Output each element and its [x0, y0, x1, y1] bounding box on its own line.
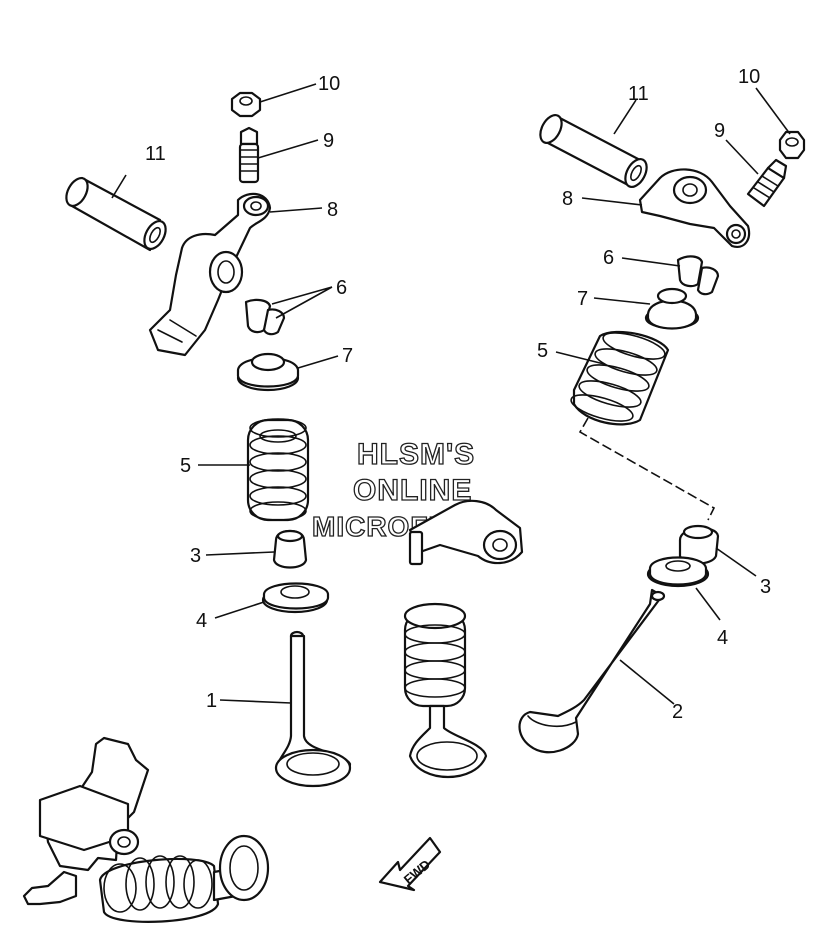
right-valve [518, 588, 666, 754]
left-valve-stem-seal [272, 529, 308, 569]
orientation-assembly-sketch [22, 736, 270, 923]
right-spring-retainer [644, 287, 700, 330]
callout-left-1: 1 [206, 690, 217, 712]
left-rocker-arm [148, 192, 272, 357]
right-adjusting-screw [746, 158, 788, 208]
callout-left-10: 10 [318, 73, 340, 95]
callout-right-8: 8 [562, 188, 573, 210]
center-rocker-assembly [408, 499, 524, 566]
left-adjusting-screw [238, 126, 260, 184]
forward-direction-arrow: FWD [378, 836, 442, 892]
callout-right-5: 5 [537, 340, 548, 362]
watermark-line2: ONLINE [353, 474, 472, 507]
callout-left-6: 6 [336, 277, 347, 299]
right-locknut [778, 130, 806, 160]
right-rocker-arm [638, 168, 751, 248]
watermark-line1: HLSM'S [357, 438, 475, 471]
right-spring-seat [646, 556, 710, 588]
callout-right-2: 2 [672, 701, 683, 723]
center-valve-assembly [403, 602, 488, 778]
callout-left-9: 9 [323, 130, 334, 152]
callout-left-11: 11 [145, 143, 166, 165]
callout-right-3: 3 [760, 576, 771, 598]
left-valve [274, 630, 352, 788]
callout-left-5: 5 [180, 455, 191, 477]
callout-right-6: 6 [603, 247, 614, 269]
left-spring-retainer [236, 352, 300, 392]
left-valve-spring [246, 418, 310, 522]
callout-right-11: 11 [628, 83, 649, 105]
callout-right-7: 7 [577, 288, 588, 310]
left-rocker-shaft [65, 176, 167, 252]
left-locknut [230, 91, 262, 118]
right-valve-cotters [676, 255, 720, 296]
right-valve-spring [570, 330, 670, 426]
callout-right-9: 9 [714, 120, 725, 142]
right-rocker-shaft [539, 113, 648, 189]
left-valve-cotters [244, 298, 286, 336]
callout-left-4: 4 [196, 610, 207, 632]
callout-left-7: 7 [342, 345, 353, 367]
left-spring-seat [261, 582, 330, 614]
callout-left-8: 8 [327, 199, 338, 221]
callout-right-10: 10 [738, 66, 760, 88]
callout-left-3: 3 [190, 545, 201, 567]
right-valve-stem-seal [678, 524, 720, 565]
callout-right-4: 4 [717, 627, 728, 649]
